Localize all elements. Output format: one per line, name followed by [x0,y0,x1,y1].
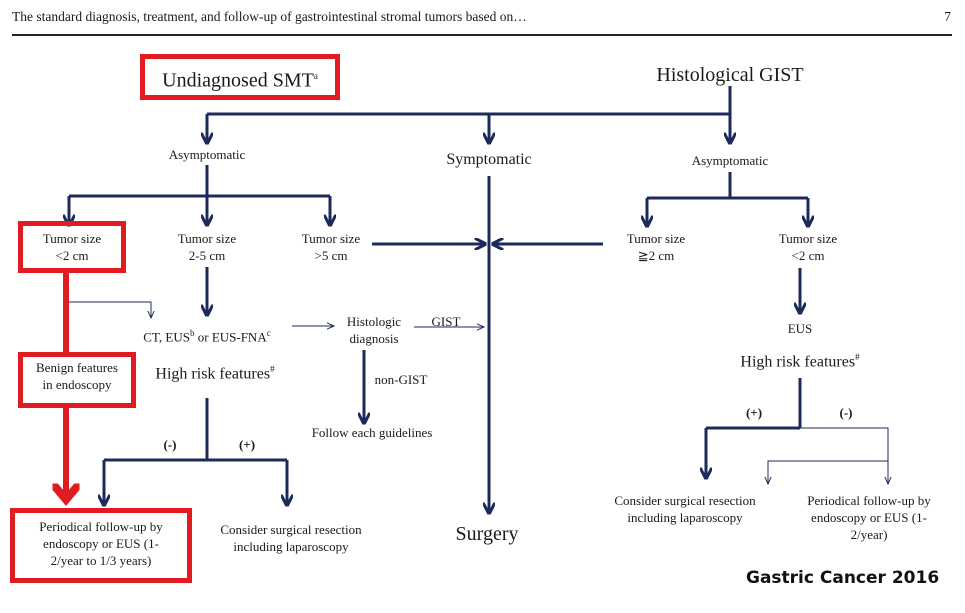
highlight-box-size-lt2 [18,221,126,273]
histologic-diagnosis-label: Histologic diagnosis [334,313,414,347]
footnote-a: a [313,71,318,81]
benign-features-line2: in endoscopy [42,377,112,392]
surgery-label: Surgery [455,523,519,545]
gist-label: GIST [431,314,461,329]
non-gist-label: non-GIST [374,372,428,387]
tumor-size-lt2-line2: <2 cm [55,248,89,263]
tumor-size-lt2-line1: Tumor size [42,231,102,246]
source-caption: Gastric Cancer 2016 [746,568,940,588]
symptomatic-label: Symptomatic [446,151,532,168]
tumor-size-gt5-line2: >5 cm [314,248,348,263]
tumor-size-gt5-label: Tumor size >5 cm [281,230,381,264]
left-plus-label: (+) [238,437,256,452]
header-rule [12,34,952,36]
footnote-c: c [266,328,271,338]
left-followup-label: Periodical follow-up by endoscopy or EUS… [15,518,187,569]
eus-label: EUS [787,321,813,336]
histologic-line1: Histologic [346,314,402,329]
histological-gist-label: Histological GIST [656,64,804,86]
right-minus-label: (-) [839,405,853,420]
left-resection-line1: Consider surgical resection [220,522,362,537]
tumor-size-lt2-label: Tumor size <2 cm [24,230,120,264]
tumor-size-2to5-line2: 2-5 cm [188,248,226,263]
left-resection-label: Consider surgical resection including la… [196,521,386,555]
right-plus-label: (+) [745,405,763,420]
highlight-box-followup [10,508,192,583]
right-tumor-size-lt2-line2: <2 cm [791,248,825,263]
highlight-box-benign [18,352,136,408]
benign-features-line1: Benign features [36,360,118,375]
histologic-line2: diagnosis [349,331,399,346]
right-resection-line2: including laparoscopy [627,510,743,525]
running-header: The standard diagnosis, treatment, and f… [12,9,527,24]
tumor-size-2to5-label: Tumor size 2-5 cm [157,230,257,264]
right-asymptomatic-label: Asymptomatic [691,153,769,168]
follow-guidelines-label: Follow each guidelines [311,425,433,440]
page-number: 7 [944,9,951,24]
tumor-size-ge2-line2: ≧2 cm [637,248,675,263]
right-tumor-size-lt2-line1: Tumor size [778,231,838,246]
tumor-size-gt5-line1: Tumor size [301,231,361,246]
right-followup-line3: 2/year) [850,527,888,542]
left-followup-line1: Periodical follow-up by [39,519,163,534]
right-high-risk-label: High risk features# [722,347,878,372]
benign-features-label: Benign features in endoscopy [23,359,131,393]
tumor-size-ge2-label: Tumor size ≧2 cm [606,230,706,264]
footnote-hash-left: # [270,364,275,374]
undiagnosed-smt-label: Undiagnosed SMTa [150,64,330,93]
right-resection-label: Consider surgical resection including la… [590,492,780,526]
left-resection-line2: including laparoscopy [233,539,349,554]
undiagnosed-smt-text: Undiagnosed SMT [162,69,314,92]
right-resection-line1: Consider surgical resection [614,493,756,508]
tumor-size-ge2-line1: Tumor size [626,231,686,246]
left-high-risk-label: High risk features# [140,359,290,384]
left-asymptomatic-label: Asymptomatic [168,147,246,162]
highlight-box-undiagnosed [140,54,340,100]
left-followup-line3: 2/year to 1/3 years) [50,553,152,568]
left-high-risk-text: High risk features [155,365,271,383]
right-tumor-size-lt2-label: Tumor size <2 cm [758,230,858,264]
ct-eus-text: CT, EUS [143,329,190,345]
tumor-size-2to5-line1: Tumor size [177,231,237,246]
footnote-b: b [189,328,195,338]
footnote-hash-right: # [855,352,860,362]
eus-fna-text: or EUS-FNA [194,329,267,345]
ct-eus-label: CT, EUSb or EUS-FNAc [118,325,296,345]
left-minus-label: (-) [163,437,177,452]
right-high-risk-text: High risk features [740,353,856,371]
left-followup-line2: endoscopy or EUS (1- [43,536,159,551]
right-followup-line2: endoscopy or EUS (1- [811,510,927,525]
right-followup-label: Periodical follow-up by endoscopy or EUS… [784,492,954,543]
right-followup-line1: Periodical follow-up by [807,493,931,508]
